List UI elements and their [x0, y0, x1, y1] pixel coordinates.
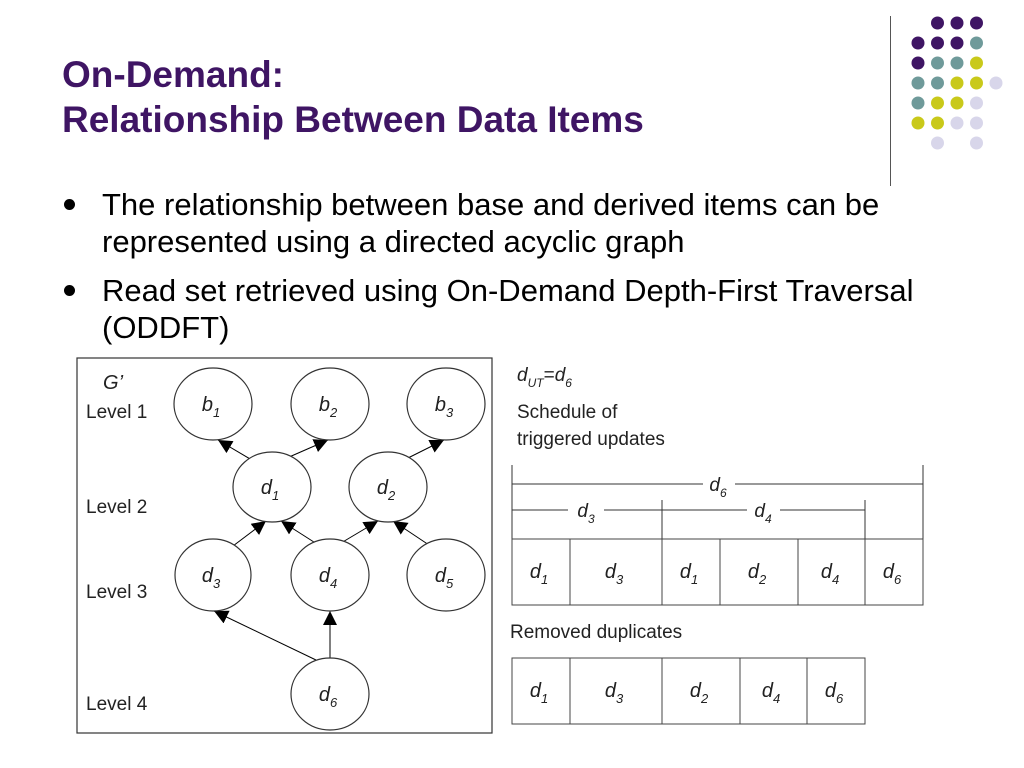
table-cell: d1 [680, 561, 698, 587]
node-label-d2: d2 [377, 477, 396, 503]
node-label-d3: d3 [202, 565, 221, 591]
table-cell: d2 [748, 561, 767, 587]
decorative-dot [970, 96, 983, 110]
edge-d4-d1 [280, 520, 318, 545]
table-cell: d3 [605, 561, 624, 587]
span-label-d6: d6 [709, 475, 727, 500]
table-cell: d1 [530, 561, 548, 587]
decorative-dot [911, 76, 925, 90]
dag-panel: G’ Level 1 Level 2 Level 3 Level 4 [76, 357, 493, 734]
decorative-dot [931, 36, 944, 50]
node-label-b1: b1 [202, 394, 220, 420]
span-label-d3: d3 [577, 501, 595, 526]
node-d5 [406, 538, 486, 612]
node-label-d4: d4 [319, 565, 337, 591]
node-label-b3: b3 [435, 394, 454, 420]
node-d3 [174, 538, 252, 612]
removed-duplicates-caption: Removed duplicates [510, 622, 682, 643]
table-cell: d6 [825, 680, 844, 706]
level-label: Level 4 [86, 694, 148, 715]
decorative-dot [970, 36, 983, 50]
schedule-cell-labels: d1 d3 d1 d2 d4 d6 [530, 561, 902, 587]
decorative-dot [970, 16, 983, 30]
node-labels: b1 b2 b3 d1 d2 d3 d4 d5 d6 [202, 394, 454, 710]
node-label-d1: d1 [261, 477, 279, 503]
title-line-2: Relationship Between Data Items [62, 99, 644, 140]
dag-nodes [173, 367, 486, 731]
decorative-dot [970, 136, 983, 150]
span-label-d4: d4 [754, 501, 772, 526]
node-d1 [232, 451, 312, 523]
decorative-dot [911, 116, 925, 130]
node-label-d5: d5 [435, 565, 454, 591]
decorative-dot [970, 76, 983, 90]
table-cell: d2 [690, 680, 709, 706]
bullet-list: The relationship between base and derive… [62, 186, 942, 358]
decorative-dot [950, 76, 964, 90]
decorative-dot [931, 76, 944, 90]
removed-table [511, 657, 866, 725]
edge-d3-d1 [228, 520, 267, 550]
schedule-table [511, 538, 924, 606]
decorative-dot [950, 16, 964, 30]
decorative-dot [911, 56, 925, 70]
level-label: Level 2 [86, 497, 147, 518]
decorative-dot [950, 116, 964, 130]
bullet-text: The relationship between base and derive… [102, 187, 880, 259]
bullet-item: Read set retrieved using On-Demand Depth… [62, 272, 942, 346]
bullet-text: Read set retrieved using On-Demand Depth… [102, 273, 914, 345]
table-cell: d4 [821, 561, 839, 587]
decorative-dot [931, 56, 944, 70]
decorative-dot [931, 136, 944, 150]
decorative-dot [931, 96, 944, 110]
decorative-dot [911, 96, 925, 110]
node-d4 [290, 538, 370, 612]
node-b2 [290, 367, 370, 441]
table-cell: d6 [883, 561, 902, 587]
title-line-1: On-Demand: [62, 54, 284, 95]
bullet-icon [64, 285, 75, 296]
decorative-dot [931, 116, 944, 130]
dag-frame [76, 357, 493, 734]
decorative-divider [890, 16, 891, 186]
decorative-dot [970, 56, 983, 70]
schedule-panel: dUT=d6 Schedule of triggered updates d6 … [510, 365, 924, 725]
decorative-dot [970, 116, 983, 130]
decorative-dot [989, 76, 1003, 90]
decorative-dot [911, 36, 925, 50]
table-cell: d1 [530, 680, 548, 706]
node-b3 [406, 367, 486, 441]
decorative-dot [950, 56, 964, 70]
bullet-icon [64, 199, 75, 210]
dut-equation: dUT=d6 [517, 365, 572, 390]
node-label-b2: b2 [319, 394, 338, 420]
slide-title: On-Demand: Relationship Between Data Ite… [62, 52, 644, 142]
bullet-item: The relationship between base and derive… [62, 186, 942, 260]
node-b1 [173, 367, 253, 441]
node-label-d6: d6 [319, 684, 338, 710]
node-d2 [348, 451, 428, 523]
decorative-dot [950, 96, 964, 110]
graph-label: G’ [103, 372, 124, 394]
removed-cell-labels: d1 d3 d2 d4 d6 [530, 680, 844, 706]
decorative-dot [931, 16, 944, 30]
level-label: Level 1 [86, 402, 147, 423]
node-d6 [290, 657, 370, 731]
schedule-caption: triggered updates [517, 429, 665, 450]
decorative-dot-grid [911, 16, 1003, 150]
table-cell: d4 [762, 680, 780, 706]
edge-d6-d3 [213, 610, 317, 661]
table-cell: d3 [605, 680, 624, 706]
decorative-dot [950, 36, 964, 50]
level-label: Level 3 [86, 582, 147, 603]
schedule-caption: Schedule of [517, 402, 618, 423]
edge-d4-d2 [340, 520, 379, 544]
